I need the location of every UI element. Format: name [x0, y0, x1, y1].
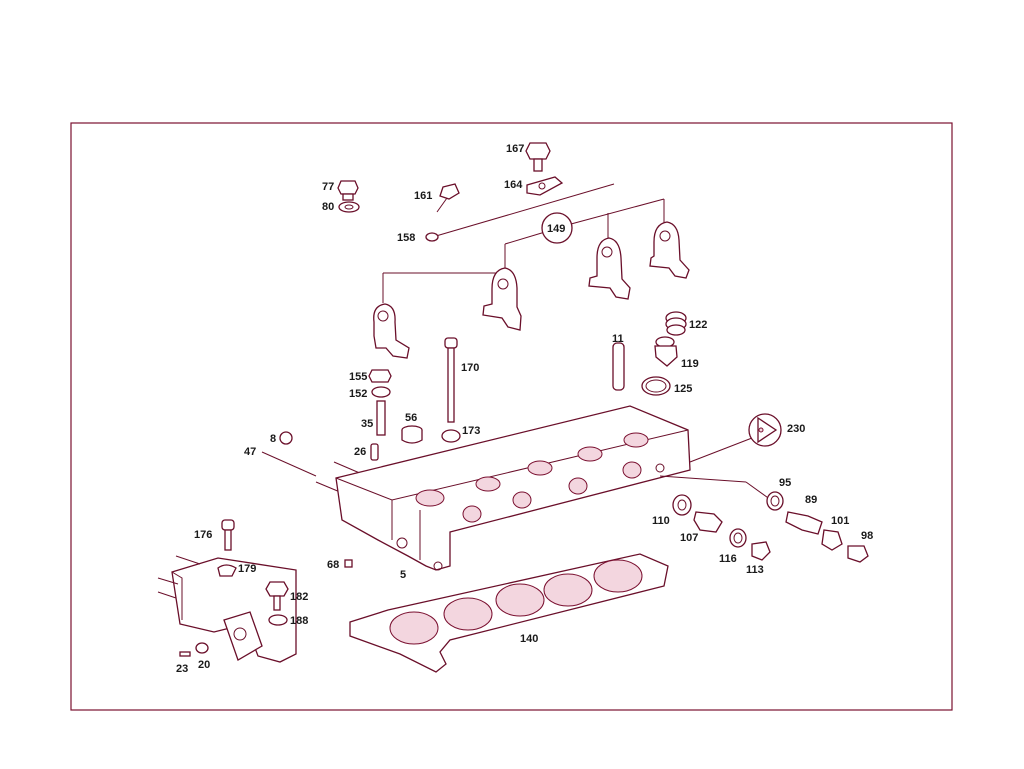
label-113: 113: [746, 564, 764, 576]
label-119: 119: [681, 358, 699, 370]
ball-8[interactable]: [279, 431, 293, 445]
label-170: 170: [461, 362, 479, 374]
label-152: 152: [349, 388, 367, 400]
fitting-20[interactable]: [195, 642, 209, 654]
rocker-support-2[interactable]: [482, 267, 522, 331]
washer-80[interactable]: [338, 201, 360, 213]
stud-47[interactable]: [261, 451, 363, 493]
label-35: 35: [361, 418, 373, 430]
clip-164[interactable]: [526, 176, 564, 196]
label-182: 182: [290, 591, 308, 603]
valve-cap-119[interactable]: [654, 336, 678, 367]
rocker-support-3[interactable]: [588, 237, 631, 300]
label-20: 20: [198, 659, 210, 671]
label-5: 5: [400, 569, 406, 581]
label-122: 122: [689, 319, 707, 331]
callout-230: [748, 413, 782, 447]
clamp-179[interactable]: [217, 564, 237, 577]
fitting-107[interactable]: [693, 511, 723, 533]
rocker-support-1[interactable]: [373, 303, 410, 359]
label-110: 110: [652, 515, 670, 527]
label-173: 173: [462, 425, 480, 437]
washer-116[interactable]: [729, 528, 747, 548]
label-77: 77: [322, 181, 334, 193]
label-11: 11: [612, 333, 624, 345]
label-188: 188: [290, 615, 308, 627]
stud-35[interactable]: [376, 400, 386, 436]
washer-173[interactable]: [441, 429, 461, 443]
label-125: 125: [674, 383, 692, 395]
spring-122[interactable]: [665, 311, 687, 336]
label-26: 26: [354, 446, 366, 458]
callout-149: [541, 212, 573, 244]
manifold[interactable]: [157, 555, 297, 663]
bolt-167[interactable]: [525, 142, 551, 172]
label-101: 101: [831, 515, 849, 527]
label-47: 47: [244, 446, 256, 458]
rod-158[interactable]: [435, 183, 615, 237]
bolt-170[interactable]: [444, 337, 458, 423]
pin-11[interactable]: [612, 342, 625, 391]
pin-26[interactable]: [370, 443, 379, 461]
label-155: 155: [349, 371, 367, 383]
label-80: 80: [322, 201, 334, 213]
head-ports: [415, 432, 649, 523]
washer-188[interactable]: [268, 614, 288, 626]
label-98: 98: [861, 530, 873, 542]
fitting-89[interactable]: [785, 511, 823, 535]
diagram-frame: [70, 122, 953, 711]
label-56: 56: [405, 412, 417, 424]
label-89: 89: [805, 494, 817, 506]
leader-lines-230: [659, 437, 772, 501]
cylinder-head-5[interactable]: [335, 405, 691, 571]
label-179: 179: [238, 563, 256, 575]
bolt-182[interactable]: [265, 581, 289, 611]
washer-110[interactable]: [672, 494, 692, 516]
sleeve-56[interactable]: [401, 425, 423, 444]
leader-lines-149: [382, 198, 665, 303]
label-140: 140: [520, 633, 538, 645]
cap-98[interactable]: [847, 545, 869, 563]
label-68: 68: [327, 559, 339, 571]
plug-113[interactable]: [751, 541, 771, 561]
label-230: 230: [787, 423, 805, 435]
label-8: 8: [270, 433, 276, 445]
label-158: 158: [397, 232, 415, 244]
seal-ring-125[interactable]: [641, 376, 671, 396]
rocker-support-4[interactable]: [649, 221, 690, 279]
label-176: 176: [194, 529, 212, 541]
label-116: 116: [719, 553, 737, 565]
label-161: 161: [414, 190, 432, 202]
plug-101[interactable]: [821, 529, 843, 551]
washer-95[interactable]: [766, 491, 784, 511]
label-95: 95: [779, 477, 791, 489]
nut-155[interactable]: [368, 369, 392, 383]
bolt-161[interactable]: [436, 183, 460, 213]
label-167: 167: [506, 143, 524, 155]
bolt-176[interactable]: [221, 519, 235, 551]
rod-end-158: [425, 232, 439, 242]
label-149: 149: [547, 223, 565, 235]
label-107: 107: [680, 532, 698, 544]
head-gasket-140[interactable]: [349, 553, 669, 673]
label-23: 23: [176, 663, 188, 675]
plug-68[interactable]: [344, 559, 353, 568]
washer-152[interactable]: [371, 386, 391, 398]
bolt-77[interactable]: [337, 180, 359, 201]
label-164: 164: [504, 179, 523, 191]
pin-23[interactable]: [179, 651, 191, 657]
